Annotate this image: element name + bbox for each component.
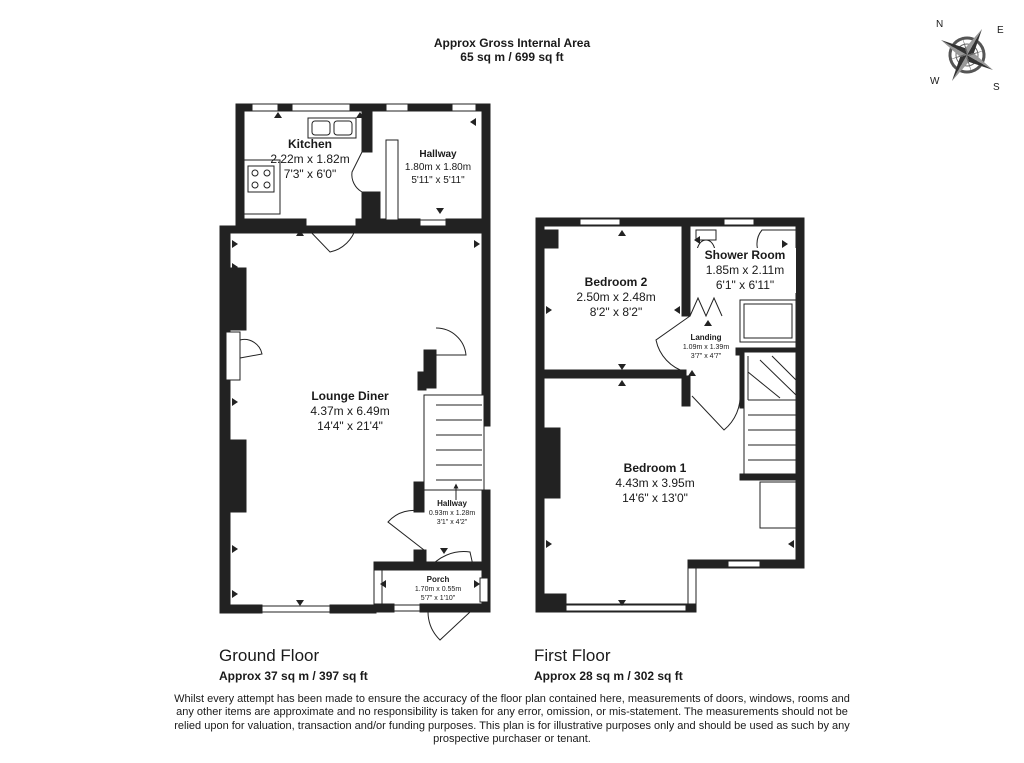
ground-floor-title: Ground Floor bbox=[219, 646, 320, 665]
compass-e: E bbox=[997, 25, 1004, 36]
room-imperial: 5'11" x 5'11" bbox=[411, 175, 465, 186]
hallway-top-walls bbox=[379, 103, 491, 228]
room-name: Lounge Diner bbox=[311, 389, 389, 403]
room-imperial: 8'2" x 8'2" bbox=[589, 305, 643, 319]
room-metric: 1.70m x 0.55m bbox=[414, 586, 462, 593]
top-windows bbox=[251, 103, 477, 227]
room-name: Kitchen bbox=[287, 137, 332, 151]
room-imperial: 5'7" x 1'10" bbox=[420, 595, 456, 602]
room-metric: 1.09m x 1.39m bbox=[682, 344, 730, 351]
room-metric: 2.22m x 1.82m bbox=[270, 152, 350, 166]
room-landing: Landing 1.09m x 1.39m 3'7" x 4'7" bbox=[677, 333, 735, 361]
gross-area-value: 65 sq m / 699 sq ft bbox=[460, 50, 564, 64]
room-hallway-top: Hallway 1.80m x 1.80m 5'11" x 5'11" bbox=[398, 148, 478, 187]
compass-s: S bbox=[993, 82, 1000, 93]
first-floor-windows bbox=[565, 218, 761, 612]
room-imperial: 14'4" x 21'4" bbox=[317, 419, 383, 433]
first-floor-plan bbox=[535, 217, 805, 613]
room-imperial: 14'6" x 13'0" bbox=[622, 491, 688, 505]
room-metric: 4.43m x 3.95m bbox=[615, 476, 695, 490]
room-imperial: 3'1" x 4'2" bbox=[436, 519, 468, 526]
room-lounge-diner: Lounge Diner 4.37m x 6.49m 14'4" x 21'4" bbox=[290, 389, 410, 434]
room-imperial: 6'1" x 6'11" bbox=[715, 278, 775, 292]
lounge-walls bbox=[219, 225, 491, 614]
gross-area-title: Approx Gross Internal Area bbox=[433, 36, 591, 50]
room-bedroom-2: Bedroom 2 2.50m x 2.48m 8'2" x 8'2" bbox=[566, 275, 666, 320]
ground-direction-arrows bbox=[232, 112, 480, 606]
room-metric: 4.37m x 6.49m bbox=[310, 404, 390, 418]
room-name: Porch bbox=[426, 575, 450, 584]
disclaimer-text: Whilst every attempt has been made to en… bbox=[174, 693, 850, 745]
room-name: Bedroom 2 bbox=[584, 275, 648, 289]
first-floor-area: Approx 28 sq m / 302 sq ft bbox=[534, 669, 683, 683]
room-name: Bedroom 1 bbox=[623, 461, 687, 475]
room-hallway-small: Hallway 0.93m x 1.28m 3'1" x 4'2" bbox=[424, 499, 480, 527]
ground-stairs bbox=[436, 404, 482, 500]
first-floor-title: First Floor bbox=[534, 646, 611, 665]
room-name: Landing bbox=[690, 333, 722, 342]
room-name: Hallway bbox=[419, 149, 457, 160]
first-floor-stairs bbox=[747, 355, 797, 461]
ground-floor-plan bbox=[219, 103, 491, 641]
room-metric: 1.80m x 1.80m bbox=[404, 162, 472, 173]
room-bedroom-1: Bedroom 1 4.43m x 3.95m 14'6" x 13'0" bbox=[600, 461, 710, 506]
room-kitchen: Kitchen 2.22m x 1.82m 7'3" x 6'0" bbox=[255, 137, 365, 182]
room-imperial: 3'7" x 4'7" bbox=[690, 353, 722, 360]
ground-floor-area: Approx 37 sq m / 397 sq ft bbox=[219, 669, 368, 683]
room-name: Shower Room bbox=[704, 248, 786, 262]
porch-walls bbox=[373, 489, 491, 613]
room-imperial: 7'3" x 6'0" bbox=[283, 167, 337, 181]
room-name: Hallway bbox=[437, 499, 467, 508]
room-metric: 0.93m x 1.28m bbox=[428, 510, 476, 517]
kitchen-fittings bbox=[243, 117, 357, 215]
compass-rose-icon bbox=[941, 29, 993, 81]
room-metric: 2.50m x 2.48m bbox=[576, 290, 656, 304]
room-porch: Porch 1.70m x 0.55m 5'7" x 1'10" bbox=[408, 575, 468, 603]
compass-n: N bbox=[936, 19, 944, 30]
room-metric: 1.85m x 2.11m bbox=[705, 263, 785, 277]
compass-w: W bbox=[930, 76, 940, 87]
room-shower-room: Shower Room 1.85m x 2.11m 6'1" x 6'11" bbox=[694, 248, 796, 293]
first-floor-direction-arrows bbox=[546, 230, 794, 606]
